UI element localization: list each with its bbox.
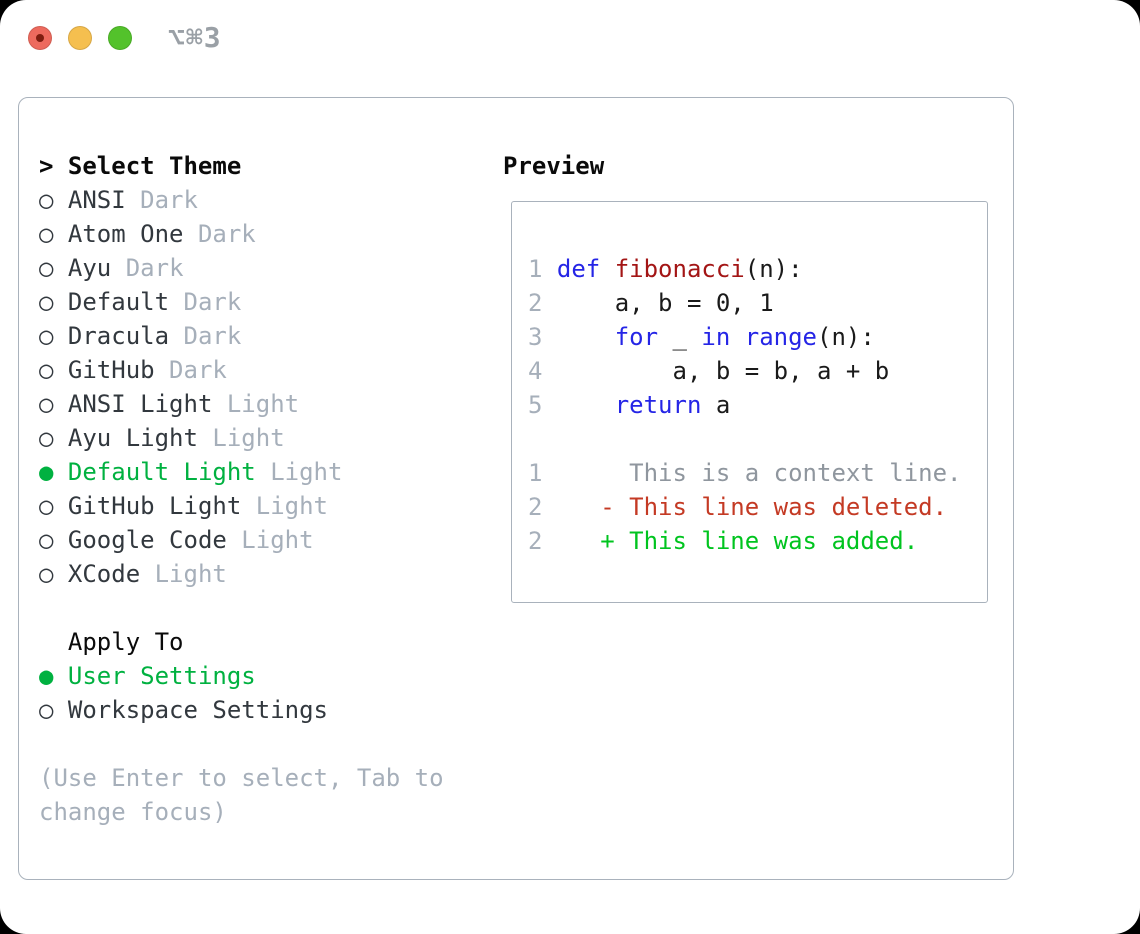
radio-unselected-icon: ○ [39, 322, 68, 350]
apply-to-list: ● User Settings○ Workspace Settings [39, 659, 458, 727]
option-label: Ayu Light [67, 424, 198, 452]
radio-unselected-icon: ○ [39, 424, 68, 452]
preview-line: 2 a, b = 0, 1 [528, 289, 774, 317]
radio-unselected-icon: ○ [39, 390, 68, 418]
option-label: Workspace Settings [67, 696, 328, 724]
option-label: Ayu [67, 254, 112, 282]
select-theme-header: > Select Theme [39, 149, 458, 183]
option-label: XCode [67, 560, 141, 588]
radio-unselected-icon: ○ [39, 186, 68, 214]
radio-unselected-icon: ○ [39, 696, 68, 724]
theme-option-github[interactable]: ○ GitHub Dark [39, 353, 458, 387]
option-label: Google Code [67, 526, 227, 554]
option-label: Default Light [67, 458, 256, 486]
theme-variant-label: Dark [111, 254, 184, 282]
option-label: ANSI [67, 186, 126, 214]
preview-line [528, 422, 987, 456]
theme-option-ayu-light[interactable]: ○ Ayu Light Light [39, 421, 458, 455]
close-dot-icon [36, 34, 44, 42]
apply-option-user-settings[interactable]: ● User Settings [39, 659, 458, 693]
theme-variant-label: Dark [125, 186, 198, 214]
option-label: Dracula [67, 322, 170, 350]
radio-unselected-icon: ○ [39, 526, 68, 554]
preview-header: Preview [503, 152, 605, 180]
zoom-button[interactable] [108, 26, 132, 50]
preview-line: 2 - This line was deleted. [528, 493, 948, 521]
preview-code: 1 def fibonacci(n): 2 a, b = 0, 1 3 for _ … [528, 218, 987, 558]
preview-line: 1 This is a context line. [528, 459, 962, 487]
radio-unselected-icon: ○ [39, 560, 68, 588]
theme-option-ansi[interactable]: ○ ANSI Dark [39, 183, 458, 217]
radio-unselected-icon: ○ [39, 288, 68, 316]
spacer [39, 727, 458, 761]
radio-unselected-icon: ○ [39, 254, 68, 282]
theme-picker-panel: >Select Theme ○ ANSI Dark○ Atom One Dark… [18, 97, 1014, 880]
option-label: Atom One [67, 220, 184, 248]
radio-selected-icon: ● [39, 458, 68, 486]
option-label: GitHub Light [67, 492, 242, 520]
theme-variant-label: Light [226, 526, 314, 554]
option-label: GitHub [67, 356, 155, 384]
theme-variant-label: Light [241, 492, 328, 520]
theme-list: ○ ANSI Dark○ Atom One Dark○ Ayu Dark○ De… [39, 183, 458, 591]
theme-option-default-light[interactable]: ● Default Light Light [39, 455, 458, 489]
preview-line [528, 218, 987, 252]
hint-text: (Use Enter to select, Tab to change focu… [39, 764, 444, 826]
theme-variant-label: Dark [169, 322, 242, 350]
apply-option-workspace-settings[interactable]: ○ Workspace Settings [39, 693, 458, 727]
left-column: >Select Theme ○ ANSI Dark○ Atom One Dark… [39, 149, 458, 829]
preview-line: 2 + This line was added. [528, 527, 919, 555]
focus-caret-icon: > [39, 152, 54, 180]
theme-option-default[interactable]: ○ Default Dark [39, 285, 458, 319]
theme-variant-label: Light [255, 458, 343, 486]
minimize-button[interactable] [68, 26, 92, 50]
apply-to-title: Apply To [67, 628, 184, 656]
theme-variant-label: Dark [183, 220, 256, 248]
theme-option-atom-one[interactable]: ○ Atom One Dark [39, 217, 458, 251]
theme-option-dracula[interactable]: ○ Dracula Dark [39, 319, 458, 353]
theme-option-google-code[interactable]: ○ Google Code Light [39, 523, 458, 557]
select-theme-title: Select Theme [67, 152, 242, 180]
theme-option-ansi-light[interactable]: ○ ANSI Light Light [39, 387, 458, 421]
theme-variant-label: Light [197, 424, 285, 452]
theme-variant-label: Light [212, 390, 300, 418]
radio-selected-icon: ● [39, 662, 68, 690]
radio-unselected-icon: ○ [39, 492, 68, 520]
preview-line: 5 return a [528, 391, 731, 419]
apply-to-header: Apply To [39, 625, 458, 659]
preview-line: 1 def fibonacci(n): [528, 255, 803, 283]
theme-option-xcode[interactable]: ○ XCode Light [39, 557, 458, 591]
theme-variant-label: Light [140, 560, 227, 588]
theme-option-ayu[interactable]: ○ Ayu Dark [39, 251, 458, 285]
preview-line: 4 a, b = b, a + b [528, 357, 890, 385]
theme-option-github-light[interactable]: ○ GitHub Light Light [39, 489, 458, 523]
radio-unselected-icon: ○ [39, 356, 68, 384]
theme-variant-label: Dark [154, 356, 227, 384]
theme-variant-label: Dark [169, 288, 242, 316]
option-label: User Settings [67, 662, 256, 690]
preview-line: 3 for _ in range(n): [528, 323, 875, 351]
option-label: Default [67, 288, 170, 316]
window-shortcut-label: ⌥⌘3 [168, 21, 222, 54]
radio-unselected-icon: ○ [39, 220, 68, 248]
preview-box: 1 def fibonacci(n): 2 a, b = 0, 1 3 for _ … [511, 201, 988, 603]
option-label: ANSI Light [67, 390, 213, 418]
close-button[interactable] [28, 26, 52, 50]
spacer [39, 591, 458, 625]
